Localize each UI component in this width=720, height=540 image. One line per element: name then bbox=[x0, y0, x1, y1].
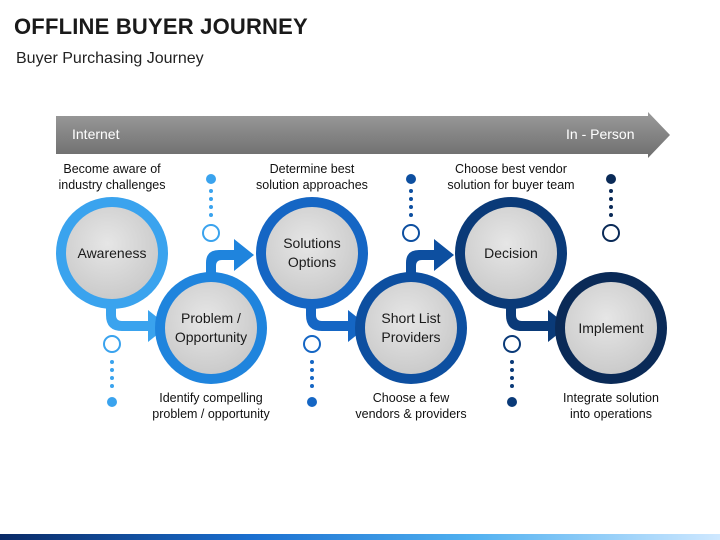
stage-label-solutions-options: Solutions Options bbox=[283, 235, 341, 270]
stage-desc-problem-opportunity: Identify compelling problem / opportunit… bbox=[152, 391, 270, 421]
dotted-leader-top-2 bbox=[402, 174, 420, 242]
connector-arrow-3 bbox=[306, 295, 368, 342]
connector-arrow-2 bbox=[206, 239, 254, 275]
dotted-leader-top-3 bbox=[602, 174, 620, 242]
stage-desc-awareness: Become aware of industry challenges bbox=[58, 162, 166, 192]
footer-gradient-bar bbox=[0, 534, 720, 540]
stage-label-implement: Implement bbox=[578, 320, 644, 336]
stage-desc-solutions-options: Determine best solution approaches bbox=[256, 162, 368, 192]
bar-end-label: In - Person bbox=[566, 126, 635, 142]
stage-label-decision: Decision bbox=[484, 245, 538, 261]
stage-problem-opportunity bbox=[155, 272, 267, 384]
connector-arrow-4 bbox=[406, 239, 454, 275]
stage-desc-short-list-providers: Choose a few vendors & providers bbox=[355, 391, 467, 421]
stage-label-short-list-providers: Short List Providers bbox=[381, 310, 441, 345]
stage-short-list-providers bbox=[355, 272, 467, 384]
connector-arrow-5 bbox=[506, 295, 568, 342]
stage-decision bbox=[455, 197, 567, 309]
stage-solutions-options bbox=[256, 197, 368, 309]
page-subtitle: Buyer Purchasing Journey bbox=[16, 50, 204, 67]
bar-start-label: Internet bbox=[72, 126, 120, 142]
connector-arrow-1 bbox=[106, 295, 168, 342]
dotted-leader-bottom-1 bbox=[103, 335, 121, 407]
stage-awareness bbox=[56, 197, 168, 309]
stage-desc-implement: Integrate solution into operations bbox=[563, 391, 659, 421]
stage-label-problem-opportunity: Problem / Opportunity bbox=[174, 310, 248, 345]
dotted-leader-top-1 bbox=[202, 174, 220, 242]
dotted-leader-bottom-3 bbox=[503, 335, 521, 407]
stage-desc-decision: Choose best vendor solution for buyer te… bbox=[447, 162, 575, 192]
page-title: OFFLINE BUYER JOURNEY bbox=[14, 14, 308, 39]
progress-arrow-bar bbox=[56, 112, 670, 158]
stage-label-awareness: Awareness bbox=[77, 245, 147, 261]
stage-implement bbox=[555, 272, 667, 384]
dotted-leader-bottom-2 bbox=[303, 335, 321, 407]
